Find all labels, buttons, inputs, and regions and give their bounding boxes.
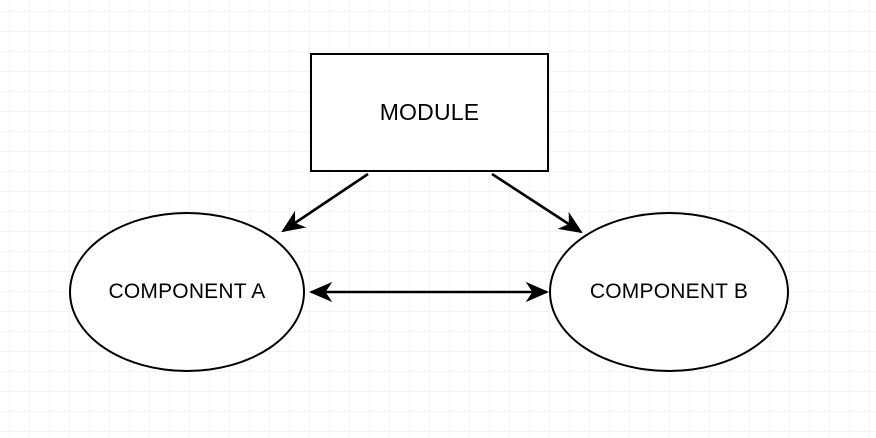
edge-module-to-component-a (281, 172, 369, 233)
node-component-b-label: COMPONENT B (589, 280, 749, 303)
node-module-label: MODULE (379, 99, 480, 125)
node-component-a-label: COMPONENT A (108, 280, 266, 303)
node-component-b[interactable]: COMPONENT B (549, 212, 789, 372)
edge-module-to-component-b (491, 172, 583, 234)
node-module[interactable]: MODULE (310, 53, 549, 172)
node-component-a[interactable]: COMPONENT A (69, 212, 305, 372)
